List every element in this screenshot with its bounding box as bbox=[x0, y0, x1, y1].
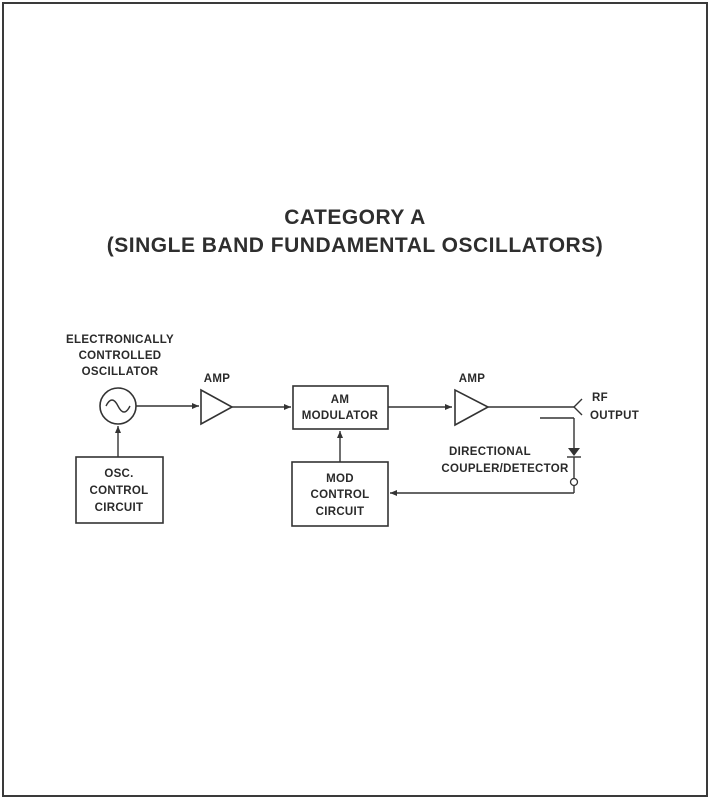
diagram-title: CATEGORY A bbox=[284, 206, 426, 229]
oscillator-label-line1: ELECTRONICALLY bbox=[66, 334, 174, 346]
osc-control-label-line2: CONTROL bbox=[90, 485, 149, 497]
sine-wave-icon bbox=[105, 399, 131, 413]
diagram-subtitle: (SINGLE BAND FUNDAMENTAL OSCILLATORS) bbox=[106, 234, 604, 257]
am-modulator-label-line1: AM bbox=[331, 394, 350, 406]
osc-control-label-line1: OSC. bbox=[104, 468, 133, 480]
rf-output-connector-icon bbox=[573, 398, 583, 416]
oscillator-label-line3: OSCILLATOR bbox=[82, 366, 159, 378]
coupler-label-line1: DIRECTIONAL bbox=[449, 446, 531, 458]
oscillator-label-line2: CONTROLLED bbox=[79, 350, 162, 362]
osc-control-label-line3: CIRCUIT bbox=[95, 502, 144, 514]
detector-diode-icon bbox=[567, 448, 581, 458]
coupler-label-line2: COUPLER/DETECTOR bbox=[441, 463, 569, 475]
mod-control-box bbox=[291, 461, 389, 527]
amp2-label: AMP bbox=[459, 373, 485, 385]
amp1-label: AMP bbox=[204, 373, 230, 385]
mod-control-label-line1: MOD bbox=[326, 473, 354, 485]
detector-terminal-icon bbox=[569, 477, 579, 487]
osc-control-box bbox=[75, 456, 164, 524]
am-modulator-box bbox=[292, 385, 389, 430]
mod-control-label-line2: CONTROL bbox=[311, 489, 370, 501]
oscillator-symbol bbox=[99, 387, 137, 425]
mod-control-label-line3: CIRCUIT bbox=[316, 506, 365, 518]
rf-output-label-line2: OUTPUT bbox=[590, 410, 639, 422]
amp2-triangle bbox=[454, 388, 490, 427]
am-modulator-label-line2: MODULATOR bbox=[302, 410, 379, 422]
amp1-triangle bbox=[200, 388, 234, 426]
rf-output-label-line1: RF bbox=[592, 392, 608, 404]
